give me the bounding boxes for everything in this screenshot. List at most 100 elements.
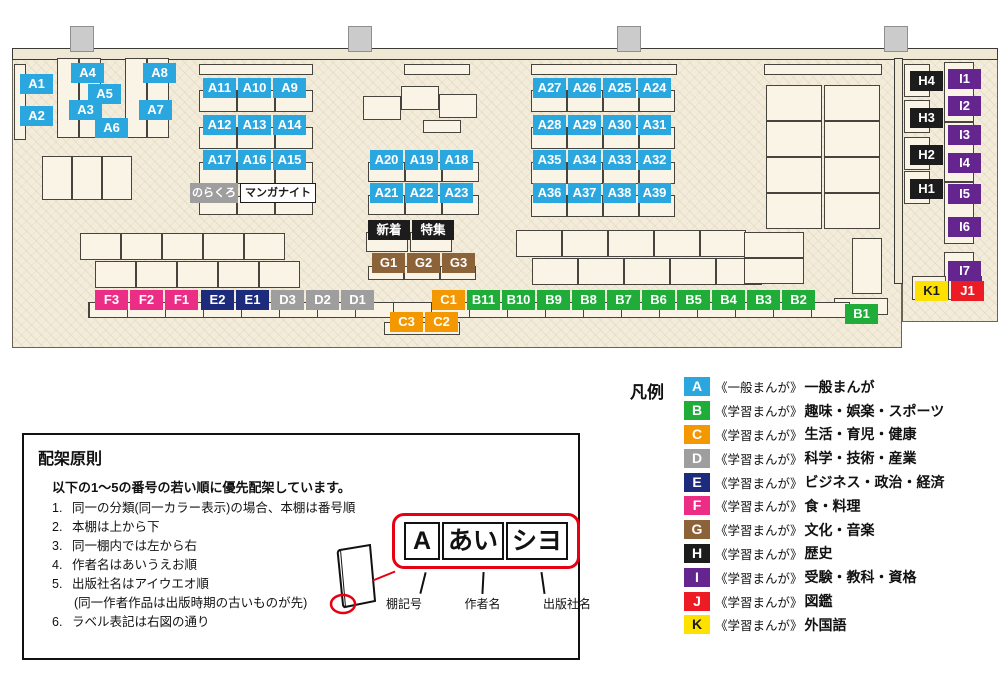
- shelf-label-B3: B3: [747, 290, 780, 310]
- book-icon: [324, 541, 386, 621]
- shelf-block: [624, 258, 670, 285]
- principle-rule: 6.ラベル表記は右図の通り: [52, 615, 210, 629]
- shelf-label-A2: A2: [20, 106, 53, 126]
- shelf-label-A29: A29: [568, 115, 601, 135]
- shelf-label-A17: A17: [203, 150, 236, 170]
- shelf-label-I7: I7: [948, 261, 981, 281]
- shelf-label-F1: F1: [165, 290, 198, 310]
- shelf-label-A20: A20: [370, 150, 403, 170]
- legend-type-label: 《学習まんが》: [715, 524, 803, 539]
- shelf-block: [516, 230, 562, 257]
- shelf-label-F3: F3: [95, 290, 128, 310]
- legend-item-K: K《学習まんが》外国語: [684, 613, 945, 637]
- pillar: [348, 26, 372, 52]
- shelf-label-B8: B8: [572, 290, 605, 310]
- shelf-block: [439, 94, 477, 118]
- shelf-block: [824, 193, 880, 229]
- shelf-label-A39: A39: [638, 183, 671, 203]
- shelf-block: [562, 230, 608, 257]
- shelf-label-B7: B7: [607, 290, 640, 310]
- legend-type-label: 《学習まんが》: [715, 595, 803, 610]
- legend-color-chip: C: [684, 424, 710, 444]
- legend-color-chip: D: [684, 448, 710, 468]
- shelf-label-I2: I2: [948, 96, 981, 116]
- principles-intro: 以下の1〜5の番号の若い順に優先配架しています。: [52, 480, 351, 495]
- legend-item-B: B《学習まんが》趣味・娯楽・スポーツ: [684, 399, 945, 423]
- shelf-block: [95, 261, 136, 288]
- shelf-label-A24: A24: [638, 78, 671, 98]
- shelf-label-特集: 特集: [412, 220, 454, 240]
- legend-color-chip: H: [684, 543, 710, 563]
- shelf-block: [608, 230, 654, 257]
- shelf-label-E2: E2: [201, 290, 234, 310]
- shelf-label-A38: A38: [603, 183, 636, 203]
- shelf-label-A1: A1: [20, 74, 53, 94]
- shelf-label-A23: A23: [440, 183, 473, 203]
- legend-item-G: G 《学習まんが》文化・音楽: [684, 518, 945, 542]
- top-wall: [12, 48, 998, 60]
- legend-color-chip: E: [684, 472, 710, 492]
- legend-category-name: 生活・育児・健康: [804, 426, 917, 443]
- shelf-block: [578, 258, 624, 285]
- shelf-label-A12: A12: [203, 115, 236, 135]
- shelf-label-H4: H4: [910, 71, 943, 91]
- shelf-block: [824, 121, 880, 157]
- legend-category-name: 図鑑: [804, 593, 833, 610]
- shelf-label-I6: I6: [948, 217, 981, 237]
- shelf-label-A3: A3: [69, 100, 102, 120]
- shelf-label-A6: A6: [95, 118, 128, 138]
- shelf-block: [244, 233, 285, 260]
- shelf-label-A27: A27: [533, 78, 566, 98]
- legend-category-name: 文化・音楽: [804, 521, 875, 538]
- principle-rule: 1.同一の分類(同一カラー表示)の場合、本棚は番号順: [52, 501, 356, 515]
- shelf-label-A36: A36: [533, 183, 566, 203]
- shelf-block: [766, 157, 822, 193]
- legend-type-label: 《学習まんが》: [715, 452, 803, 467]
- shelf-label-D3: D3: [271, 290, 304, 310]
- legend-color-chip: A: [684, 377, 710, 397]
- pillar: [70, 26, 94, 52]
- label-example-caption: 作者名: [464, 597, 501, 611]
- pillar: [617, 26, 641, 52]
- shelf-label-K1: K1: [915, 281, 948, 301]
- legend-category-name: ビジネス・政治・経済: [804, 474, 945, 491]
- legend-color-chip: K: [684, 615, 710, 635]
- shelf-block: [177, 261, 218, 288]
- shelf-label-A8: A8: [143, 63, 176, 83]
- shelf-label-B1: B1: [845, 304, 878, 324]
- shelf-label-I4: I4: [948, 153, 981, 173]
- legend-type-label: 《学習まんが》: [715, 619, 803, 634]
- label-example-cell: A: [404, 522, 440, 560]
- legend-type-label: 《学習まんが》: [715, 571, 803, 586]
- legend-category-name: 食・料理: [804, 497, 861, 514]
- shelf-label-I3: I3: [948, 125, 981, 145]
- shelf-label-F2: F2: [130, 290, 163, 310]
- legend-color-chip: G: [684, 520, 710, 540]
- legend-category-name: 趣味・娯楽・スポーツ: [804, 402, 945, 419]
- shelf-block: [363, 96, 401, 120]
- shelf-block: [531, 64, 677, 75]
- shelf-block: [259, 261, 300, 288]
- shelf-block: [766, 85, 822, 121]
- legend-item-D: D《学習まんが》科学・技術・産業: [684, 446, 945, 470]
- shelf-label-A7: A7: [139, 100, 172, 120]
- shelf-block: [80, 233, 121, 260]
- shelf-label-J1: J1: [951, 281, 984, 301]
- principle-rule: 5.出版社名はアイウエオ順: [52, 577, 209, 591]
- shelf-label-A31: A31: [638, 115, 671, 135]
- shelf-block: [744, 258, 804, 284]
- label-example-cell: シヨ: [506, 522, 568, 560]
- legend-category-name: 受験・教科・資格: [804, 569, 917, 586]
- principle-rule: 4.作者名はあいうえお順: [52, 558, 198, 572]
- shelf-label-D1: D1: [341, 290, 374, 310]
- shelf-label-A30: A30: [603, 115, 636, 135]
- shelf-block: [824, 157, 880, 193]
- legend-color-chip: J: [684, 591, 710, 611]
- legend-item-A: A《一般まんが》一般まんが: [684, 375, 945, 399]
- shelf-label-E1: E1: [236, 290, 269, 310]
